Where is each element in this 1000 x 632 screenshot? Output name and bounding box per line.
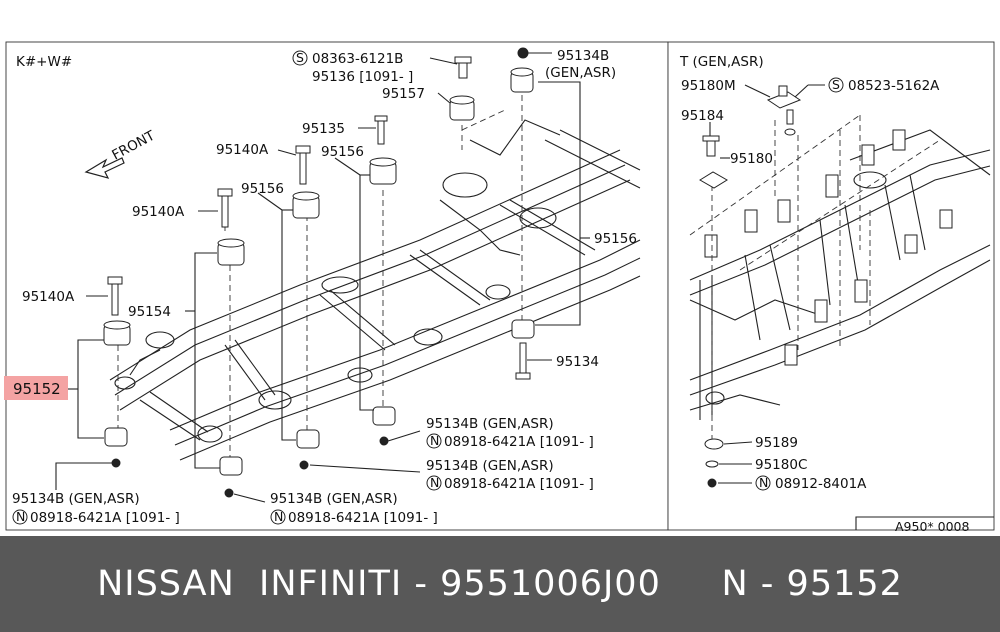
n-marker-icon (270, 509, 286, 525)
callout-08912-8401a: 08912-8401A (775, 476, 867, 492)
right-panel-frame (667, 41, 995, 531)
n-marker-icon (426, 475, 442, 491)
callout-95180m: 95180M (681, 78, 736, 94)
callout-95140a-mid: 95140A (132, 204, 185, 220)
callout-95140a-low: 95140A (22, 289, 75, 305)
right-small-parts (699, 85, 802, 488)
callout-95134: 95134 (556, 354, 599, 370)
callout-95156-b: 95156 (241, 181, 284, 197)
callout-95136: 95136 [1091- ] (312, 69, 413, 85)
callout-95189: 95189 (755, 435, 798, 451)
footer-brand: NISSAN INFINITI (97, 564, 403, 604)
callout-b1-code: 95134B (GEN,ASR) (426, 416, 554, 432)
callout-95180: 95180 (730, 151, 773, 167)
n-marker-icon (12, 509, 28, 525)
callout-08523-5162a: 08523-5162A (848, 78, 940, 94)
bolts (107, 47, 531, 498)
footer-ref: N - 95152 (721, 564, 903, 604)
callout-95156-right: 95156 (594, 231, 637, 247)
callout-95140a-top: 95140A (216, 142, 269, 158)
callout-95152: 95152 (13, 380, 61, 398)
diagram-code: A950* 0008 (895, 519, 969, 534)
s-marker-letter-r: S (832, 77, 840, 92)
callout-b2-code: 95134B (GEN,ASR) (426, 458, 554, 474)
n-marker-icon (755, 475, 771, 491)
callout-b3-sub: 08918-6421A [1091- ] (30, 510, 180, 526)
left-panel-header: K#+W# (16, 54, 72, 70)
callout-b4-sub: 08918-6421A [1091- ] (288, 510, 438, 526)
callout-95180c: 95180C (755, 457, 807, 473)
right-leader-lines (709, 84, 825, 484)
callout-95154: 95154 (128, 304, 171, 320)
n-marker-letter-b4: N (274, 509, 283, 524)
callout-b1-sub: 08918-6421A [1091- ] (444, 434, 594, 450)
highlight-box (4, 376, 68, 400)
s-marker-icon (292, 50, 308, 66)
footer-part-number: 9551006J00 (440, 564, 661, 604)
footer-gap (661, 564, 722, 604)
callout-b4-code: 95134B (GEN,ASR) (270, 491, 398, 507)
s-marker-letter: S (296, 50, 304, 65)
body-mount-cushions (103, 67, 534, 346)
front-arrow-icon (84, 157, 125, 179)
left-panel-frame (5, 41, 669, 531)
n-marker-letter-r: N (759, 475, 768, 490)
n-marker-icon (426, 433, 442, 449)
callout-95135: 95135 (302, 121, 345, 137)
callout-95184: 95184 (681, 108, 724, 124)
n-marker-letter-b3: N (16, 509, 25, 524)
callout-b2-sub: 08918-6421A [1091- ] (444, 476, 594, 492)
callout-95157: 95157 (382, 86, 425, 102)
leader-dashes (117, 95, 523, 460)
callout-95134b-top: 95134B (557, 48, 609, 64)
callout-b3-code: 95134B (GEN,ASR) (12, 491, 140, 507)
leader-lines (55, 52, 590, 503)
lower-cushions (104, 319, 535, 476)
n-marker-letter-b2: N (430, 475, 439, 490)
diagram-code-tab (855, 516, 994, 530)
callout-08363-6121b: 08363-6121B (312, 51, 403, 67)
right-panel-header: T (GEN,ASR) (679, 54, 764, 70)
callout-95156-a: 95156 (321, 144, 364, 160)
part-footer-banner: NISSAN INFINITI - 9551006J00 N - 95152 (0, 536, 1000, 632)
n-marker-letter-b1: N (430, 433, 439, 448)
right-dashed-grid (689, 114, 941, 440)
callout-gen-asr-top: (GEN,ASR) (545, 65, 616, 81)
s-marker-icon (828, 77, 844, 93)
parts-diagram: K#+W# FRONT (4, 41, 995, 534)
footer-separator: - (402, 564, 441, 604)
